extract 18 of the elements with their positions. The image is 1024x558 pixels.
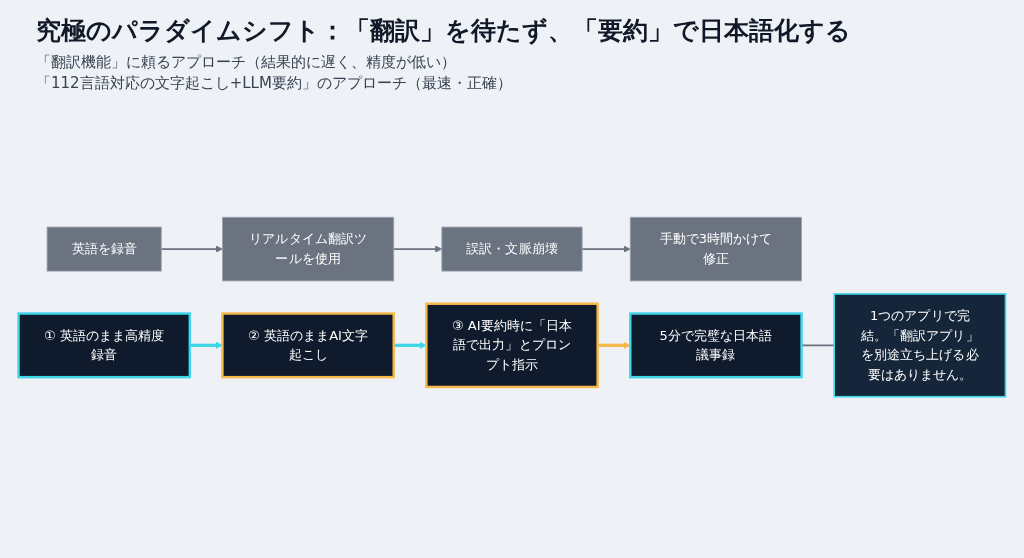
row-heading: 「翻訳機能」に頼るアプローチ（結果的に遅く、精度が低い） — [36, 53, 457, 72]
arrow — [393, 341, 427, 349]
row-heading: 「112言語対応の文字起こし+LLM要約」のアプローチ（最速・正確） — [36, 74, 513, 93]
arrow — [392, 245, 443, 253]
node-box: リアルタイム翻訳ツールを使用 — [222, 216, 395, 282]
node-box: 手動で3時間かけて修正 — [629, 216, 802, 282]
arrow — [160, 245, 223, 253]
arrow — [189, 341, 223, 349]
title: 究極のパラダイムシフト：「翻訳」を待たず、「要約」で日本語化する — [36, 15, 852, 47]
node-box: 5分で完璧な日本語議事録 — [629, 312, 803, 379]
node-box: 誤訳・文脈崩壊 — [441, 226, 583, 272]
node-box: ① 英語のまま高精度録音 — [17, 312, 192, 379]
arrow — [597, 341, 631, 349]
node-box: 1つのアプリで完結。「翻訳アプリ」を別途立ち上げる必要はありません。 — [833, 293, 1007, 398]
node-box: 英語を録音 — [46, 226, 162, 272]
arrow — [581, 245, 631, 253]
node-box: ② 英語のままAI文字起こし — [221, 312, 395, 379]
node-box: ③ AI要約時に「日本語で出力」とプロンプト指示 — [425, 302, 599, 389]
